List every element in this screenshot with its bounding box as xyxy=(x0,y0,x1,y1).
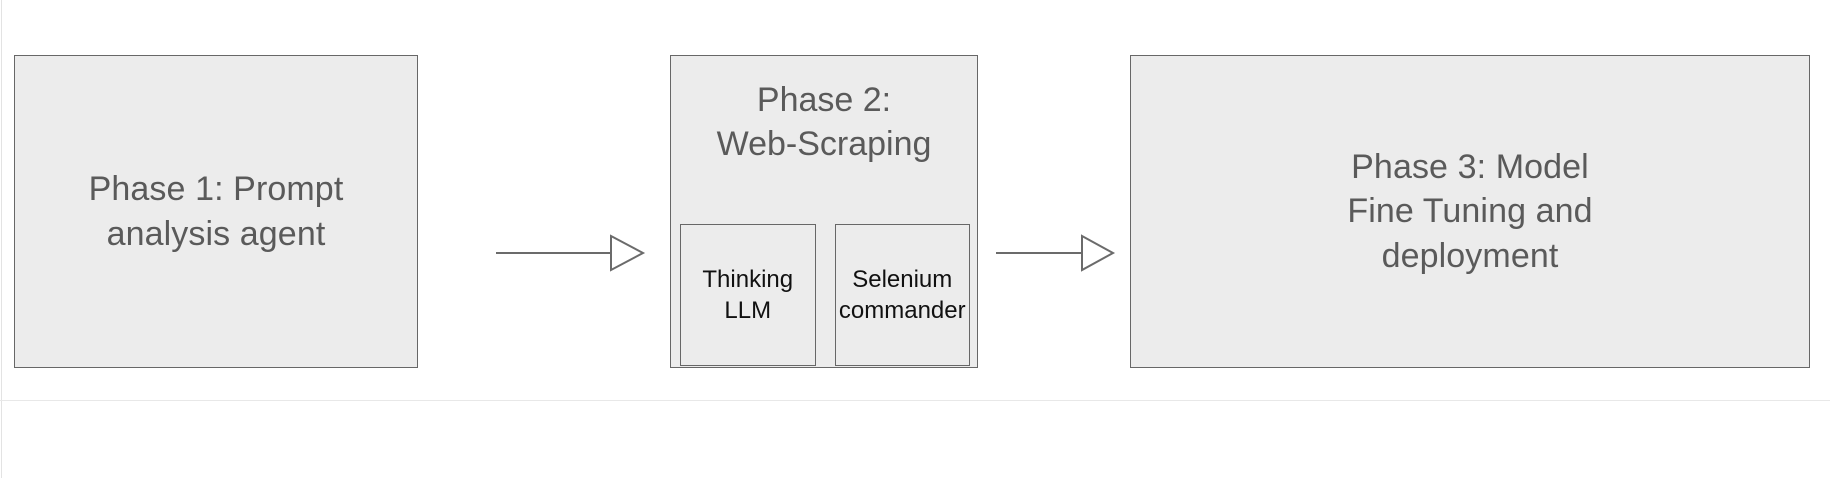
node-phase3[interactable]: Phase 3: Model Fine Tuning and deploymen… xyxy=(1130,55,1810,368)
node-phase2-label: Phase 2: Web-Scraping xyxy=(716,81,932,164)
node-thinking-llm-label: Thinking LLM xyxy=(702,265,794,324)
node-thinking-llm[interactable]: Thinking LLM xyxy=(680,224,816,366)
node-selenium-commander[interactable]: Selenium commander xyxy=(834,224,970,366)
node-phase1-label: Phase 1: Prompt analysis agent xyxy=(88,170,344,253)
node-phase3-label: Phase 3: Model Fine Tuning and deploymen… xyxy=(1347,148,1593,275)
arrow-phase1-phase2 xyxy=(496,234,646,272)
canvas-left-guide xyxy=(1,0,2,478)
node-phase1[interactable]: Phase 1: Prompt analysis agent xyxy=(14,55,418,368)
arrow-phase2-phase3 xyxy=(996,234,1116,272)
canvas-bottom-guide xyxy=(0,400,1830,401)
node-selenium-commander-label: Selenium commander xyxy=(838,265,966,324)
node-phase2-children: Thinking LLM Selenium commander xyxy=(680,224,970,366)
node-phase2[interactable]: Phase 2: Web-Scraping Thinking LLM Selen… xyxy=(670,55,978,368)
